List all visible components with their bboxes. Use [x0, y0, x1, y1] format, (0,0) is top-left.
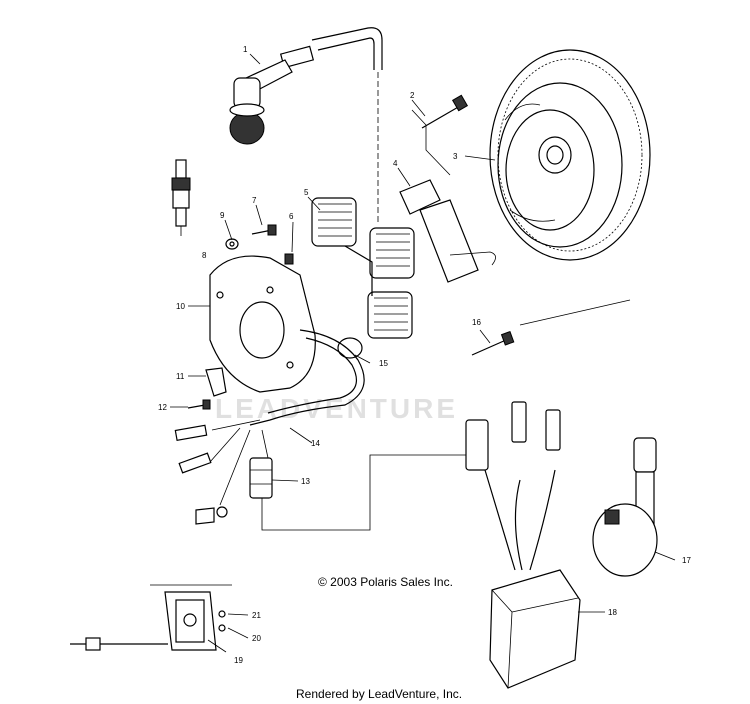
callout-5: 5: [304, 188, 309, 197]
callout-3: 3: [453, 152, 458, 161]
callout-17: 17: [682, 556, 691, 565]
callout-13: 13: [301, 477, 310, 486]
rendered-by-text: Rendered by LeadVenture, Inc.: [296, 687, 462, 701]
stator: [311, 197, 415, 339]
inset-assembly: [70, 584, 232, 651]
cdi-box: [465, 401, 581, 689]
flywheel-bolt: [421, 94, 469, 129]
watermark-text: LEADVENTURE: [215, 393, 458, 424]
callout-14: 14: [311, 439, 320, 448]
callout-19: 19: [234, 656, 243, 665]
callout-15: 15: [379, 359, 388, 368]
callout-2: 2: [410, 91, 415, 100]
callout-8: 8: [202, 251, 207, 260]
callout-6: 6: [289, 212, 294, 221]
leader-lines: [170, 53, 676, 653]
flywheel: [489, 49, 651, 261]
connector: [249, 454, 475, 531]
callout-10: 10: [176, 302, 185, 311]
copyright-text: © 2003 Polaris Sales Inc.: [318, 575, 453, 589]
callout-12: 12: [158, 403, 167, 412]
callout-16: 16: [472, 318, 481, 327]
callout-labels: 1 2 3 4 5 6 7 8 9 10 11 12 13 14 15 16 1…: [158, 45, 691, 665]
callout-18: 18: [608, 608, 617, 617]
callout-11: 11: [176, 372, 185, 381]
callout-4: 4: [393, 159, 398, 168]
wire-harness: [174, 329, 365, 525]
ignition-coil: [592, 437, 658, 577]
spark-plug-cap: [229, 27, 383, 145]
stator-plate: [209, 255, 316, 393]
callout-1: 1: [243, 45, 248, 54]
callout-20: 20: [252, 634, 261, 643]
spark-plug: [171, 159, 191, 236]
bracket-and-screw: [187, 367, 227, 410]
callout-9: 9: [220, 211, 225, 220]
pickup-coil: [399, 179, 496, 283]
callout-7: 7: [252, 196, 257, 205]
callout-21: 21: [252, 611, 261, 620]
bolt-16: [471, 330, 515, 356]
